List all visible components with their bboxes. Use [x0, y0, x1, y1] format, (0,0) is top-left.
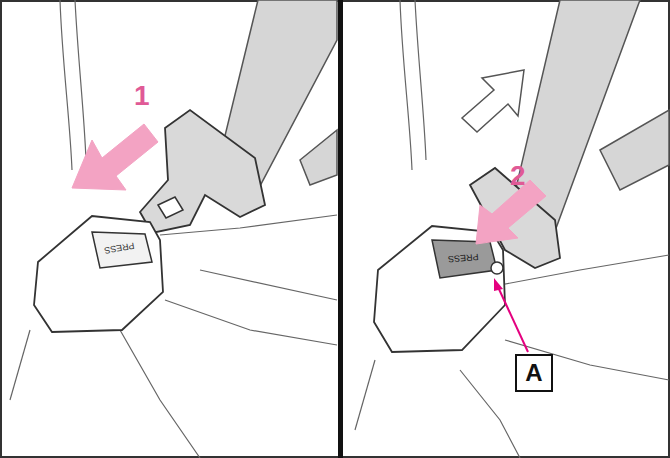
- callout-box: A: [515, 354, 553, 392]
- seat-lines: [10, 0, 337, 458]
- belt-tongue: [140, 110, 265, 233]
- belt-webbing: [600, 110, 669, 190]
- panel-divider: [338, 0, 343, 458]
- buckle: [34, 216, 163, 332]
- release-arrow: [462, 70, 524, 132]
- release-button: [432, 240, 497, 278]
- leader-head: [494, 278, 503, 291]
- belt-webbing: [300, 130, 337, 185]
- tongue-hole: [158, 197, 183, 218]
- callout-letter: A: [525, 361, 542, 385]
- insert-arrow: [72, 124, 158, 190]
- seat-lines: [355, 0, 669, 458]
- callout-number: 1: [134, 82, 150, 110]
- buckle: [374, 226, 505, 352]
- buckle-slot: [92, 232, 152, 268]
- buckle-pin: [491, 262, 503, 274]
- leader-line: [498, 287, 528, 352]
- buckle-text: PRESS: [448, 252, 479, 264]
- callout-number: 2: [510, 162, 526, 190]
